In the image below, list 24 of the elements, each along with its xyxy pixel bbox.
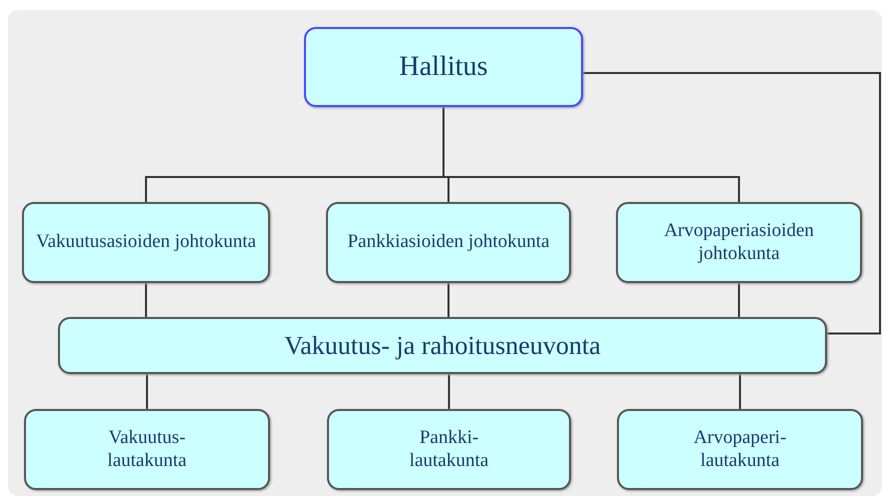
org-unit-box <box>326 202 571 283</box>
connector-line <box>448 283 450 317</box>
unit-name: Vakuutus- lautakunta <box>106 426 188 472</box>
unit-name: Arvopaperi- lautakunta <box>692 426 788 472</box>
unit-name: Pankkiasioiden johtokunta <box>347 231 550 254</box>
connector-line <box>583 72 881 334</box>
unit-name: Arvopaperiasioiden johtokunta <box>663 220 815 266</box>
connector-line <box>448 374 450 409</box>
connector-line <box>146 374 148 409</box>
connector-line <box>442 107 740 202</box>
unit-name: Vakuutusasioiden johtokunta <box>36 231 256 254</box>
org-unit-box <box>24 409 270 490</box>
connector-line <box>739 374 741 409</box>
org-unit-box <box>22 202 270 283</box>
connector-line <box>145 283 147 317</box>
org-unit-box <box>327 409 571 490</box>
unit-name: Pankki- lautakunta <box>408 426 490 472</box>
org-unit-box <box>617 409 863 490</box>
board-box <box>304 27 583 107</box>
unit-name: Hallitus <box>399 50 488 84</box>
unit-name: Vakuutus- ja rahoitusneuvonta <box>284 330 601 362</box>
connector-line <box>738 283 740 317</box>
org-unit-box <box>616 202 862 283</box>
org-unit-box <box>58 317 827 374</box>
